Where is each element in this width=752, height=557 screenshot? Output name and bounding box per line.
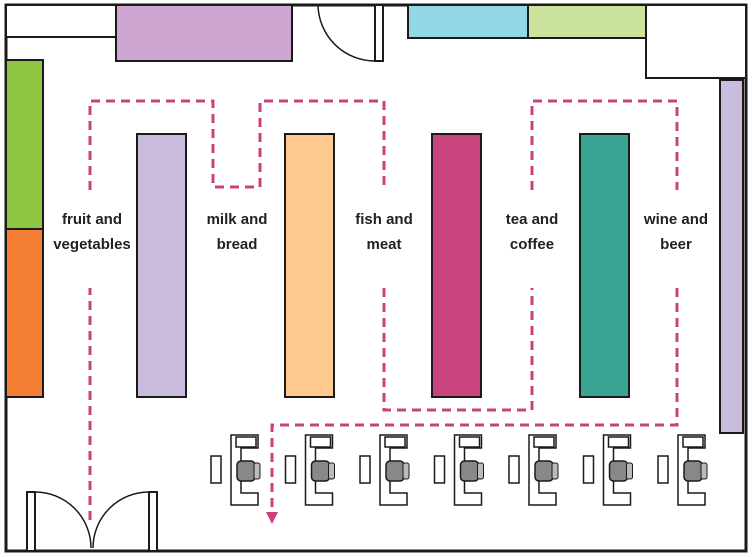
aisle-label-2-line2: bread <box>217 236 258 253</box>
aisle-label-2: milk and bread <box>207 211 268 253</box>
store-outline <box>4 3 748 553</box>
aisle-label-1-line2: vegetables <box>53 236 131 253</box>
aisle-label-5: wine and beer <box>643 211 708 253</box>
storage-room-top-right <box>645 4 747 79</box>
back-door <box>317 4 384 62</box>
aisle-label-4-line1: tea and <box>506 211 559 228</box>
aisle-label-3: fish and meat <box>355 211 413 253</box>
checkout-counter <box>359 434 410 506</box>
checkout-counter <box>508 434 559 506</box>
shelf-orange-left <box>5 228 44 398</box>
aisle-shelf-3 <box>431 133 482 398</box>
checkout-counter <box>657 434 708 506</box>
aisle-label-5-line2: beer <box>660 236 692 253</box>
customer-route <box>88 99 679 520</box>
shelf-purple-right <box>719 79 744 434</box>
entrance-doors <box>26 491 158 552</box>
aisle-label-4: tea and coffee <box>506 211 559 253</box>
aisle-label-1: fruit and vegetables <box>53 211 131 253</box>
counter-top <box>115 4 293 62</box>
checkout-counter <box>433 434 484 506</box>
storage-room-top-left <box>5 4 117 38</box>
checkout-counter <box>210 434 261 506</box>
aisle-label-5-line1: wine and <box>643 211 708 228</box>
aisle-label-3-line1: fish and <box>355 211 413 228</box>
aisle-label-4-line2: coffee <box>510 236 554 253</box>
checkout-counters <box>210 434 708 506</box>
checkout-counter <box>284 434 335 506</box>
shelf-cyan <box>407 4 529 39</box>
aisle-label-1-line1: fruit and <box>62 211 122 228</box>
route-arrow-head <box>266 512 278 524</box>
checkout-counter <box>582 434 633 506</box>
aisle-shelf-4 <box>579 133 630 398</box>
shelf-lime <box>527 4 647 39</box>
aisle-shelf-2 <box>284 133 335 398</box>
aisle-label-2-line1: milk and <box>207 211 268 228</box>
shelf-green-left <box>5 59 44 230</box>
aisle-label-3-line2: meat <box>366 236 401 253</box>
aisle-shelf-1 <box>136 133 187 398</box>
